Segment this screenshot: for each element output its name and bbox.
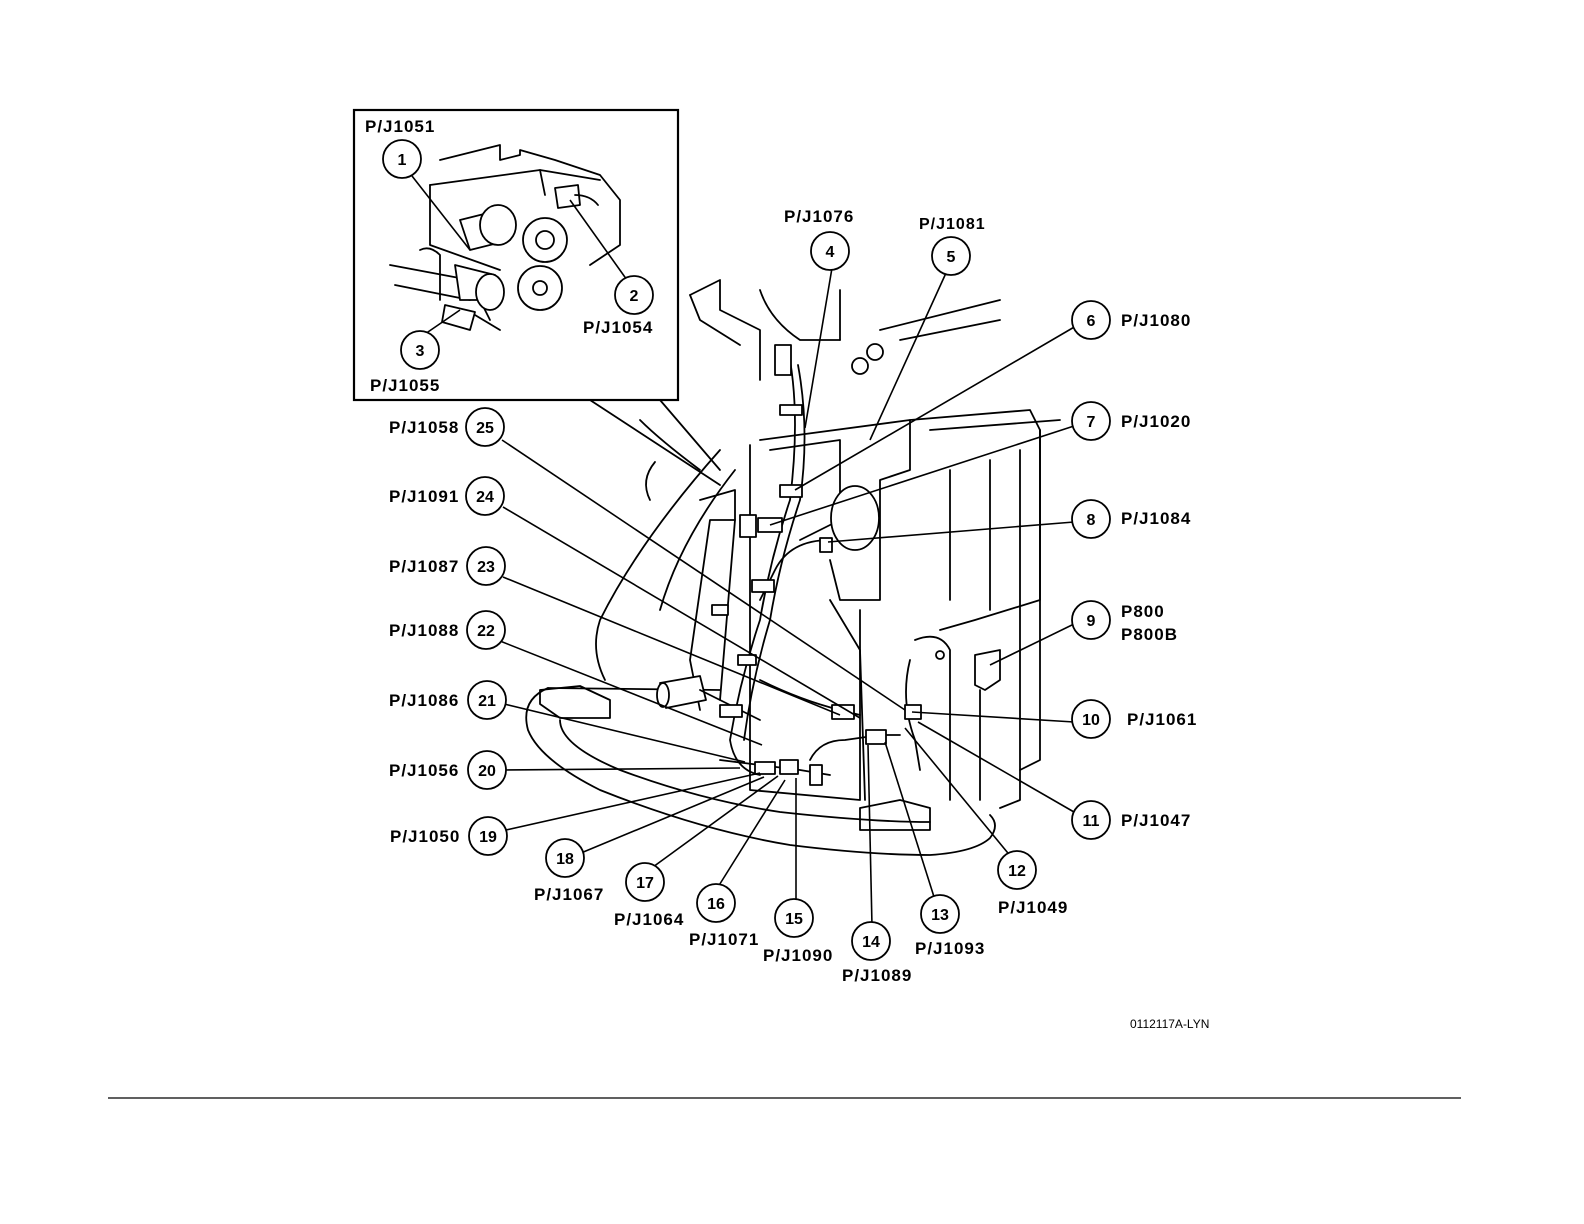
callout-21-label: P/J1086 [389,691,459,710]
callout-5-number: 5 [947,249,956,266]
callout-4-number: 4 [826,244,835,261]
callout-24-label: P/J1091 [389,487,459,506]
callout-1-number: 1 [398,152,407,169]
callout-14-number: 14 [862,934,880,951]
callout-11-number: 11 [1083,813,1100,830]
callout-3-number: 3 [416,343,425,360]
callout-18-number: 18 [556,851,574,868]
callout-4-label: P/J1076 [784,207,854,226]
callout-16-label: P/J1071 [689,930,759,949]
callout-24-number: 24 [476,489,494,506]
callout-15-number: 15 [785,911,803,928]
callout-20-label: P/J1056 [389,761,459,780]
callout-16-number: 16 [707,896,725,913]
callout-17-number: 17 [636,875,654,892]
callout-19-label: P/J1050 [390,827,460,846]
callout-22-number: 22 [477,623,495,640]
callout-19-number: 19 [479,829,497,846]
callout-9-label: P800 [1121,602,1165,621]
callout-21-number: 21 [478,693,496,710]
callout-5-label: P/J1081 [919,216,986,233]
callout-25-number: 25 [476,420,494,437]
callout-20-number: 20 [478,763,496,780]
callout-2-number: 2 [630,288,639,305]
callout-18-label: P/J1067 [534,885,604,904]
callout-25-label: P/J1058 [389,418,459,437]
callout-15-label: P/J1090 [763,946,833,965]
callout-22-label: P/J1088 [389,621,459,640]
callout-17-label: P/J1064 [614,910,684,929]
callout-13-label: P/J1093 [915,939,985,958]
figure-id: 0112117A-LYN [1130,1017,1209,1031]
callout-7-number: 7 [1087,414,1096,431]
callout-2-label: P/J1054 [583,318,653,337]
callout-6-label: P/J1080 [1121,311,1191,330]
callout-14-label: P/J1089 [842,966,912,985]
callout-10-label: P/J1061 [1127,710,1197,729]
callout-11-label: P/J1047 [1121,811,1191,830]
callout-3-label: P/J1055 [370,376,440,395]
callout-12-label: P/J1049 [998,898,1068,917]
callout-23-number: 23 [477,559,495,576]
callout-8-label: P/J1084 [1121,509,1191,528]
callout-1-label: P/J1051 [365,117,435,136]
callout-12-number: 12 [1008,863,1026,880]
callout-23-label: P/J1087 [389,557,459,576]
callout-10-number: 10 [1082,712,1100,729]
callout-6-number: 6 [1087,313,1096,330]
callout-9-number: 9 [1087,613,1096,630]
callout-7-label: P/J1020 [1121,412,1191,431]
callout-13-number: 13 [931,907,949,924]
callout-9-label-2: P800B [1121,625,1178,644]
callout-8-number: 8 [1087,512,1096,529]
